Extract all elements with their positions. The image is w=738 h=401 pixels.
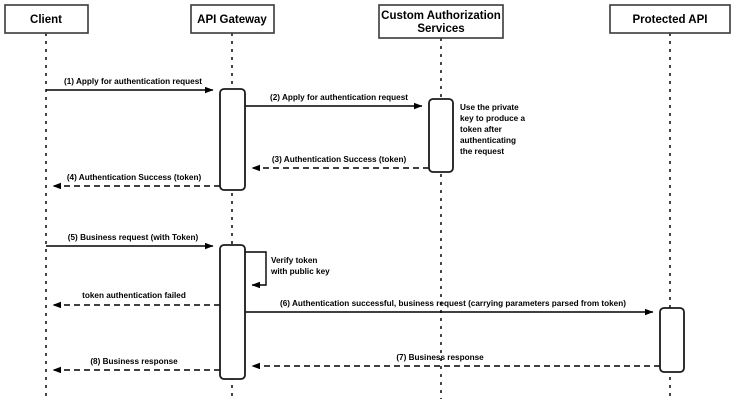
- note-line-4: authenticating: [460, 136, 516, 145]
- note-line-1: Use the private: [460, 103, 519, 112]
- self-message-line-verify-token: [245, 251, 267, 289]
- message-label-msg-1: (1) Apply for authentication request: [64, 77, 202, 86]
- participant-api-gateway[interactable]: API Gateway: [190, 4, 275, 34]
- participant-label-api-gateway: API Gateway: [197, 14, 267, 26]
- participant-label-client: Client: [30, 14, 62, 26]
- message-labels-layer: (1) Apply for authentication request (2) …: [64, 77, 626, 366]
- messages-layer: [46, 86, 660, 374]
- participant-box-protected-api: [609, 4, 731, 34]
- activation-api-gateway-auth: [219, 88, 246, 191]
- message-label-msg-6: (6) Authentication successful, business …: [280, 299, 626, 308]
- self-message-label-verify-token-2: with public key: [270, 267, 330, 276]
- message-label-msg-4: (4) Authentication Success (token): [67, 173, 202, 182]
- participant-box-client: [4, 4, 89, 34]
- note-note-private-key: Use the private key to produce a token aft…: [460, 103, 526, 156]
- note-line-2: key to produce a: [460, 114, 526, 123]
- notes-layer: Use the private key to produce a token aft…: [460, 103, 526, 156]
- participant-box-custom-authorization-services: [378, 4, 504, 39]
- participant-headers-layer: Client API Gateway Custom AuthorizationSer…: [4, 4, 731, 39]
- activations-layer: [219, 88, 685, 380]
- activation-api-gateway-business: [219, 244, 246, 380]
- lifelines-layer: [45, 33, 671, 399]
- message-label-msg-3: (3) Authentication Success (token): [272, 155, 407, 164]
- participant-label-protected-api: Protected API: [633, 14, 708, 26]
- participant-protected-api[interactable]: Protected API: [609, 4, 731, 34]
- message-label-msg-5: (5) Business request (with Token): [68, 233, 199, 242]
- activation-custom-auth: [428, 98, 454, 173]
- message-label-msg-7: (7) Business response: [396, 353, 484, 362]
- note-line-5: the request: [460, 147, 504, 156]
- activation-protected-api: [659, 307, 685, 373]
- self-message-label-verify-token-1: Verify token: [271, 256, 317, 265]
- participant-label-custom-authorization-services-line2: Services: [417, 23, 464, 35]
- participant-box-api-gateway: [190, 4, 275, 34]
- participant-label-custom-authorization-services: Custom Authorization: [381, 10, 501, 22]
- note-line-3: token after: [460, 125, 503, 134]
- message-label-msg-8: (8) Business response: [90, 357, 178, 366]
- message-label-msg-2: (2) Apply for authentication request: [270, 93, 408, 102]
- message-label-msg-token-failed: token authentication failed: [82, 291, 186, 300]
- participant-client[interactable]: Client: [4, 4, 89, 34]
